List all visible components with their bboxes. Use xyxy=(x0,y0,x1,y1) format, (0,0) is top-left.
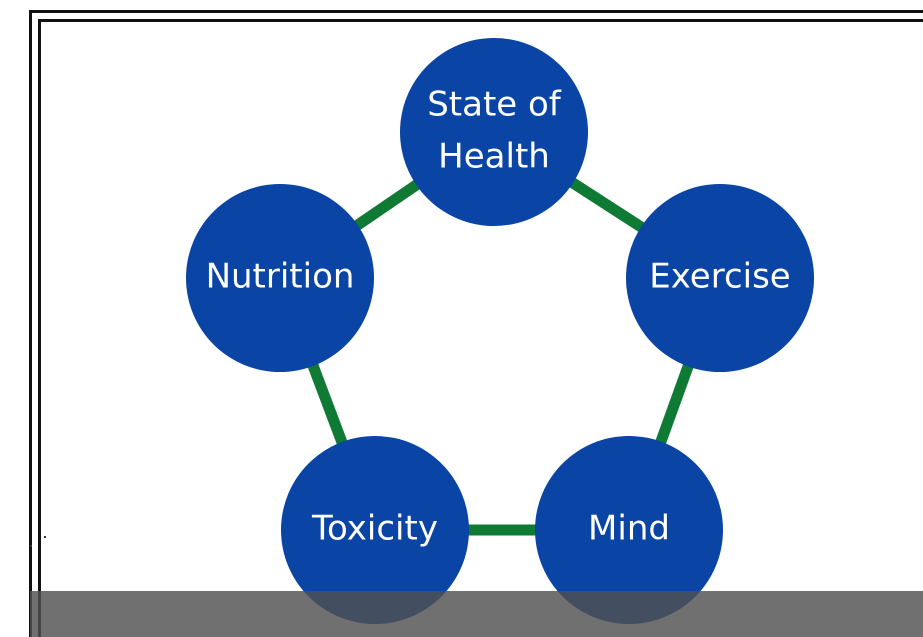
outer-border xyxy=(29,10,923,637)
node-label-exercise: Exercise xyxy=(649,257,790,297)
artifact-dot xyxy=(44,536,46,538)
node-exercise: Exercise xyxy=(626,184,814,372)
node-label-state-of-health: Health xyxy=(438,137,550,177)
node-label-mind: Mind xyxy=(588,509,670,549)
node-nutrition: Nutrition xyxy=(186,184,374,372)
artifact-dot xyxy=(30,545,32,547)
node-label-state-of-health: State of xyxy=(427,85,562,125)
node-label-toxicity: Toxicity xyxy=(311,509,438,549)
node-state-of-health: State of Health xyxy=(400,38,588,226)
node-label-nutrition: Nutrition xyxy=(206,257,355,297)
node-circle-mind xyxy=(535,436,723,624)
node-circle-nutrition xyxy=(186,184,374,372)
node-circle-exercise xyxy=(626,184,814,372)
node-circle-toxicity xyxy=(281,436,469,624)
inner-border xyxy=(38,19,923,637)
node-toxicity: Toxicity xyxy=(281,436,469,624)
video-control-bar[interactable] xyxy=(30,591,923,637)
node-mind: Mind xyxy=(535,436,723,624)
node-circle-state-of-health xyxy=(400,38,588,226)
